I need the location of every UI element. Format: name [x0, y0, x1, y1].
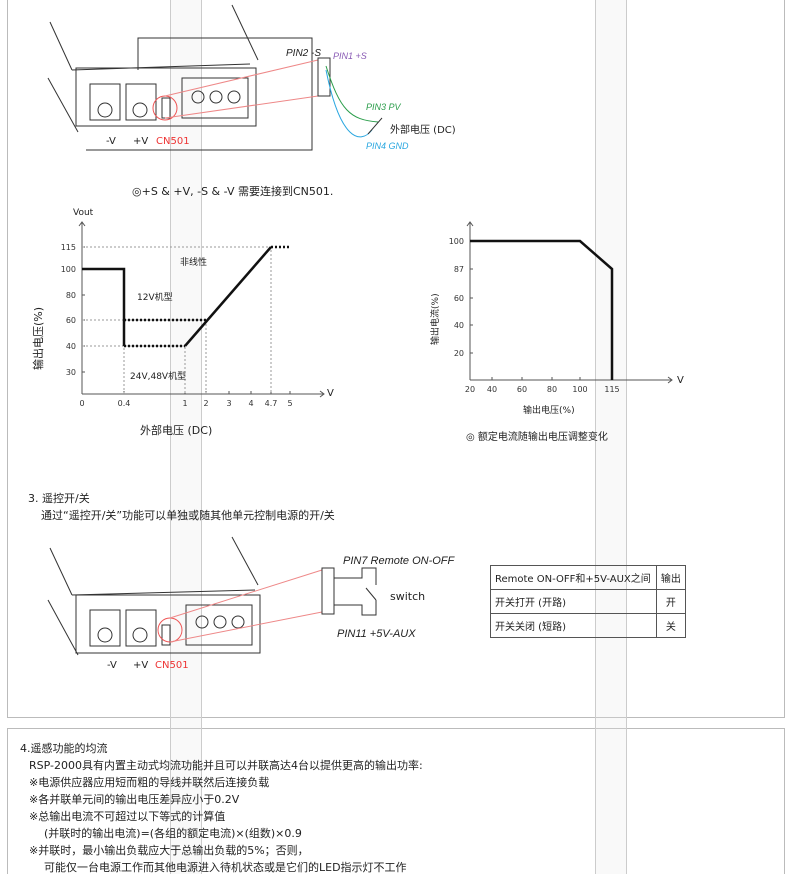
pin3-label: PIN3 PV	[366, 102, 401, 112]
table-header: 输出	[655, 565, 687, 590]
x-tick-label: 20	[465, 385, 475, 394]
watermark-strip	[595, 0, 627, 874]
24v48v-annotation: 24V,48V机型	[130, 372, 187, 382]
pin4-label: PIN4 GND	[366, 141, 409, 151]
x-axis-arrow	[667, 376, 673, 384]
section4-line: RSP-2000具有内置主动式均流功能并且可以并联高达4台以提供更高的输出功率:	[29, 759, 423, 772]
section4-line: (并联时的输出电流)=(各组的额定电流)×(组数)×0.9	[44, 827, 302, 840]
y-tick-label: 30	[66, 368, 76, 377]
section4-line: ※并联时，最小输出负载应大于总输出负载的5%；否则，	[29, 844, 309, 857]
nonlinear-annotation: 非线性	[180, 258, 208, 268]
psu-drawing-1	[47, 4, 383, 151]
watermark-strip	[170, 0, 202, 874]
cn501-label: CN501	[155, 660, 189, 671]
x-tick-label: 5	[287, 399, 292, 408]
x-tick-label: 100	[572, 385, 587, 394]
table-row: 开关打开 (开路) 开	[490, 589, 687, 614]
series-line-derating	[470, 239, 614, 380]
section3-heading: 3. 遥控开/关	[28, 492, 90, 505]
y-axis-arrow	[466, 221, 474, 227]
x-axis-arrow	[319, 390, 325, 398]
vout-chart: 0 0.4 1 2 3 4 4.7 5 115 100 80 60 40 30	[61, 221, 325, 408]
switch-label: switch	[390, 590, 426, 603]
section-frame-top	[7, 0, 785, 718]
y-tick-label: 40	[454, 321, 464, 330]
y-tick-label: 87	[454, 265, 464, 274]
pin11-label: PIN11 +5V-AUX	[337, 628, 416, 640]
chart1-yaxis-name: Vout	[73, 208, 94, 218]
x-tick-label: 1	[182, 399, 187, 408]
x-tick-label: 2	[203, 399, 208, 408]
y-axis-arrow	[78, 221, 86, 227]
plus-v-label: +V	[133, 136, 149, 147]
section4-heading: 4.遥感功能的均流	[20, 742, 108, 755]
section4-line: ※各并联单元间的输出电压差异应小于0.2V	[29, 793, 240, 806]
guide-line	[82, 319, 207, 394]
y-tick-label: 40	[66, 342, 76, 351]
plus-v-label: +V	[133, 660, 149, 671]
y-tick-label: 115	[61, 243, 76, 252]
chart1-ylabel: 输出电压(%)	[32, 306, 45, 370]
guide-line	[82, 345, 125, 394]
x-tick-label: 60	[517, 385, 527, 394]
section4-line: ※总输出电流不可超过以下等式的计算值	[29, 810, 226, 823]
y-tick-label: 100	[449, 237, 464, 246]
series-line-ramp	[184, 246, 272, 347]
y-tick-label: 20	[454, 349, 464, 358]
table-cell: 开	[655, 589, 687, 614]
chart2-title: ◎ 额定电流随输出电压调整变化	[466, 432, 608, 443]
table-header: Remote ON-OFF和+5V-AUX之间	[490, 565, 657, 590]
remote-onoff-table: Remote ON-OFF和+5V-AUX之间 输出 开关打开 (开路) 开 开…	[490, 565, 687, 638]
section4-line: 可能仅一台电源工作而其他电源进入待机状态或是它们的LED指示灯不工作	[44, 861, 407, 874]
psu-drawing-2	[47, 536, 377, 656]
pin7-label: PIN7 Remote ON-OFF	[343, 555, 455, 567]
pin1-label: PIN1 +S	[333, 51, 367, 61]
x-tick-label: 0.4	[118, 399, 131, 408]
chart2-xunit: V	[677, 375, 684, 386]
section4-line: ※电源供应器应用短而粗的导线并联然后连接负载	[29, 776, 270, 789]
y-tick-label: 80	[66, 291, 76, 300]
cn501-label: CN501	[156, 136, 190, 147]
section3-description: 通过“遥控开/关”功能可以单独或随其他单元控制电源的开/关	[41, 509, 335, 522]
table-row: 开关关闭 (短路) 关	[490, 613, 687, 638]
table-header-row: Remote ON-OFF和+5V-AUX之间 输出	[490, 565, 687, 590]
chart2-xlabel: 输出电压(%)	[523, 406, 575, 416]
chart1-xlabel: 外部电压 (DC)	[140, 424, 213, 437]
minus-v-label: -V	[106, 136, 116, 147]
y-tick-label: 60	[66, 316, 76, 325]
12v-annotation: 12V机型	[137, 293, 173, 303]
derating-chart: 20 40 60 80 100 115 100 87 60 40 20	[449, 221, 673, 394]
x-tick-label: 3	[226, 399, 231, 408]
chart1-xunit: V	[327, 388, 334, 399]
x-tick-label: 40	[487, 385, 497, 394]
table-cell: 关	[655, 613, 687, 638]
table-cell: 开关打开 (开路)	[490, 589, 657, 614]
series-line-main	[82, 267, 126, 346]
x-tick-label: 80	[547, 385, 557, 394]
y-tick-label: 60	[454, 294, 464, 303]
connection-note: ◎+S & +V, -S & -V 需要连接到CN501.	[132, 185, 334, 198]
table-cell: 开关关闭 (短路)	[490, 613, 657, 638]
minus-v-label: -V	[107, 660, 117, 671]
section-frame-bottom	[7, 728, 785, 874]
pin2-label: PIN2 -S	[286, 48, 322, 59]
y-tick-label: 100	[61, 265, 76, 274]
x-tick-label: 4.7	[265, 399, 278, 408]
x-tick-label: 4	[248, 399, 253, 408]
x-tick-label: 0	[79, 399, 84, 408]
external-voltage-label: 外部电压 (DC)	[390, 125, 456, 136]
x-tick-label: 115	[604, 385, 619, 394]
chart2-ylabel: 输出电流(%)	[431, 293, 441, 345]
